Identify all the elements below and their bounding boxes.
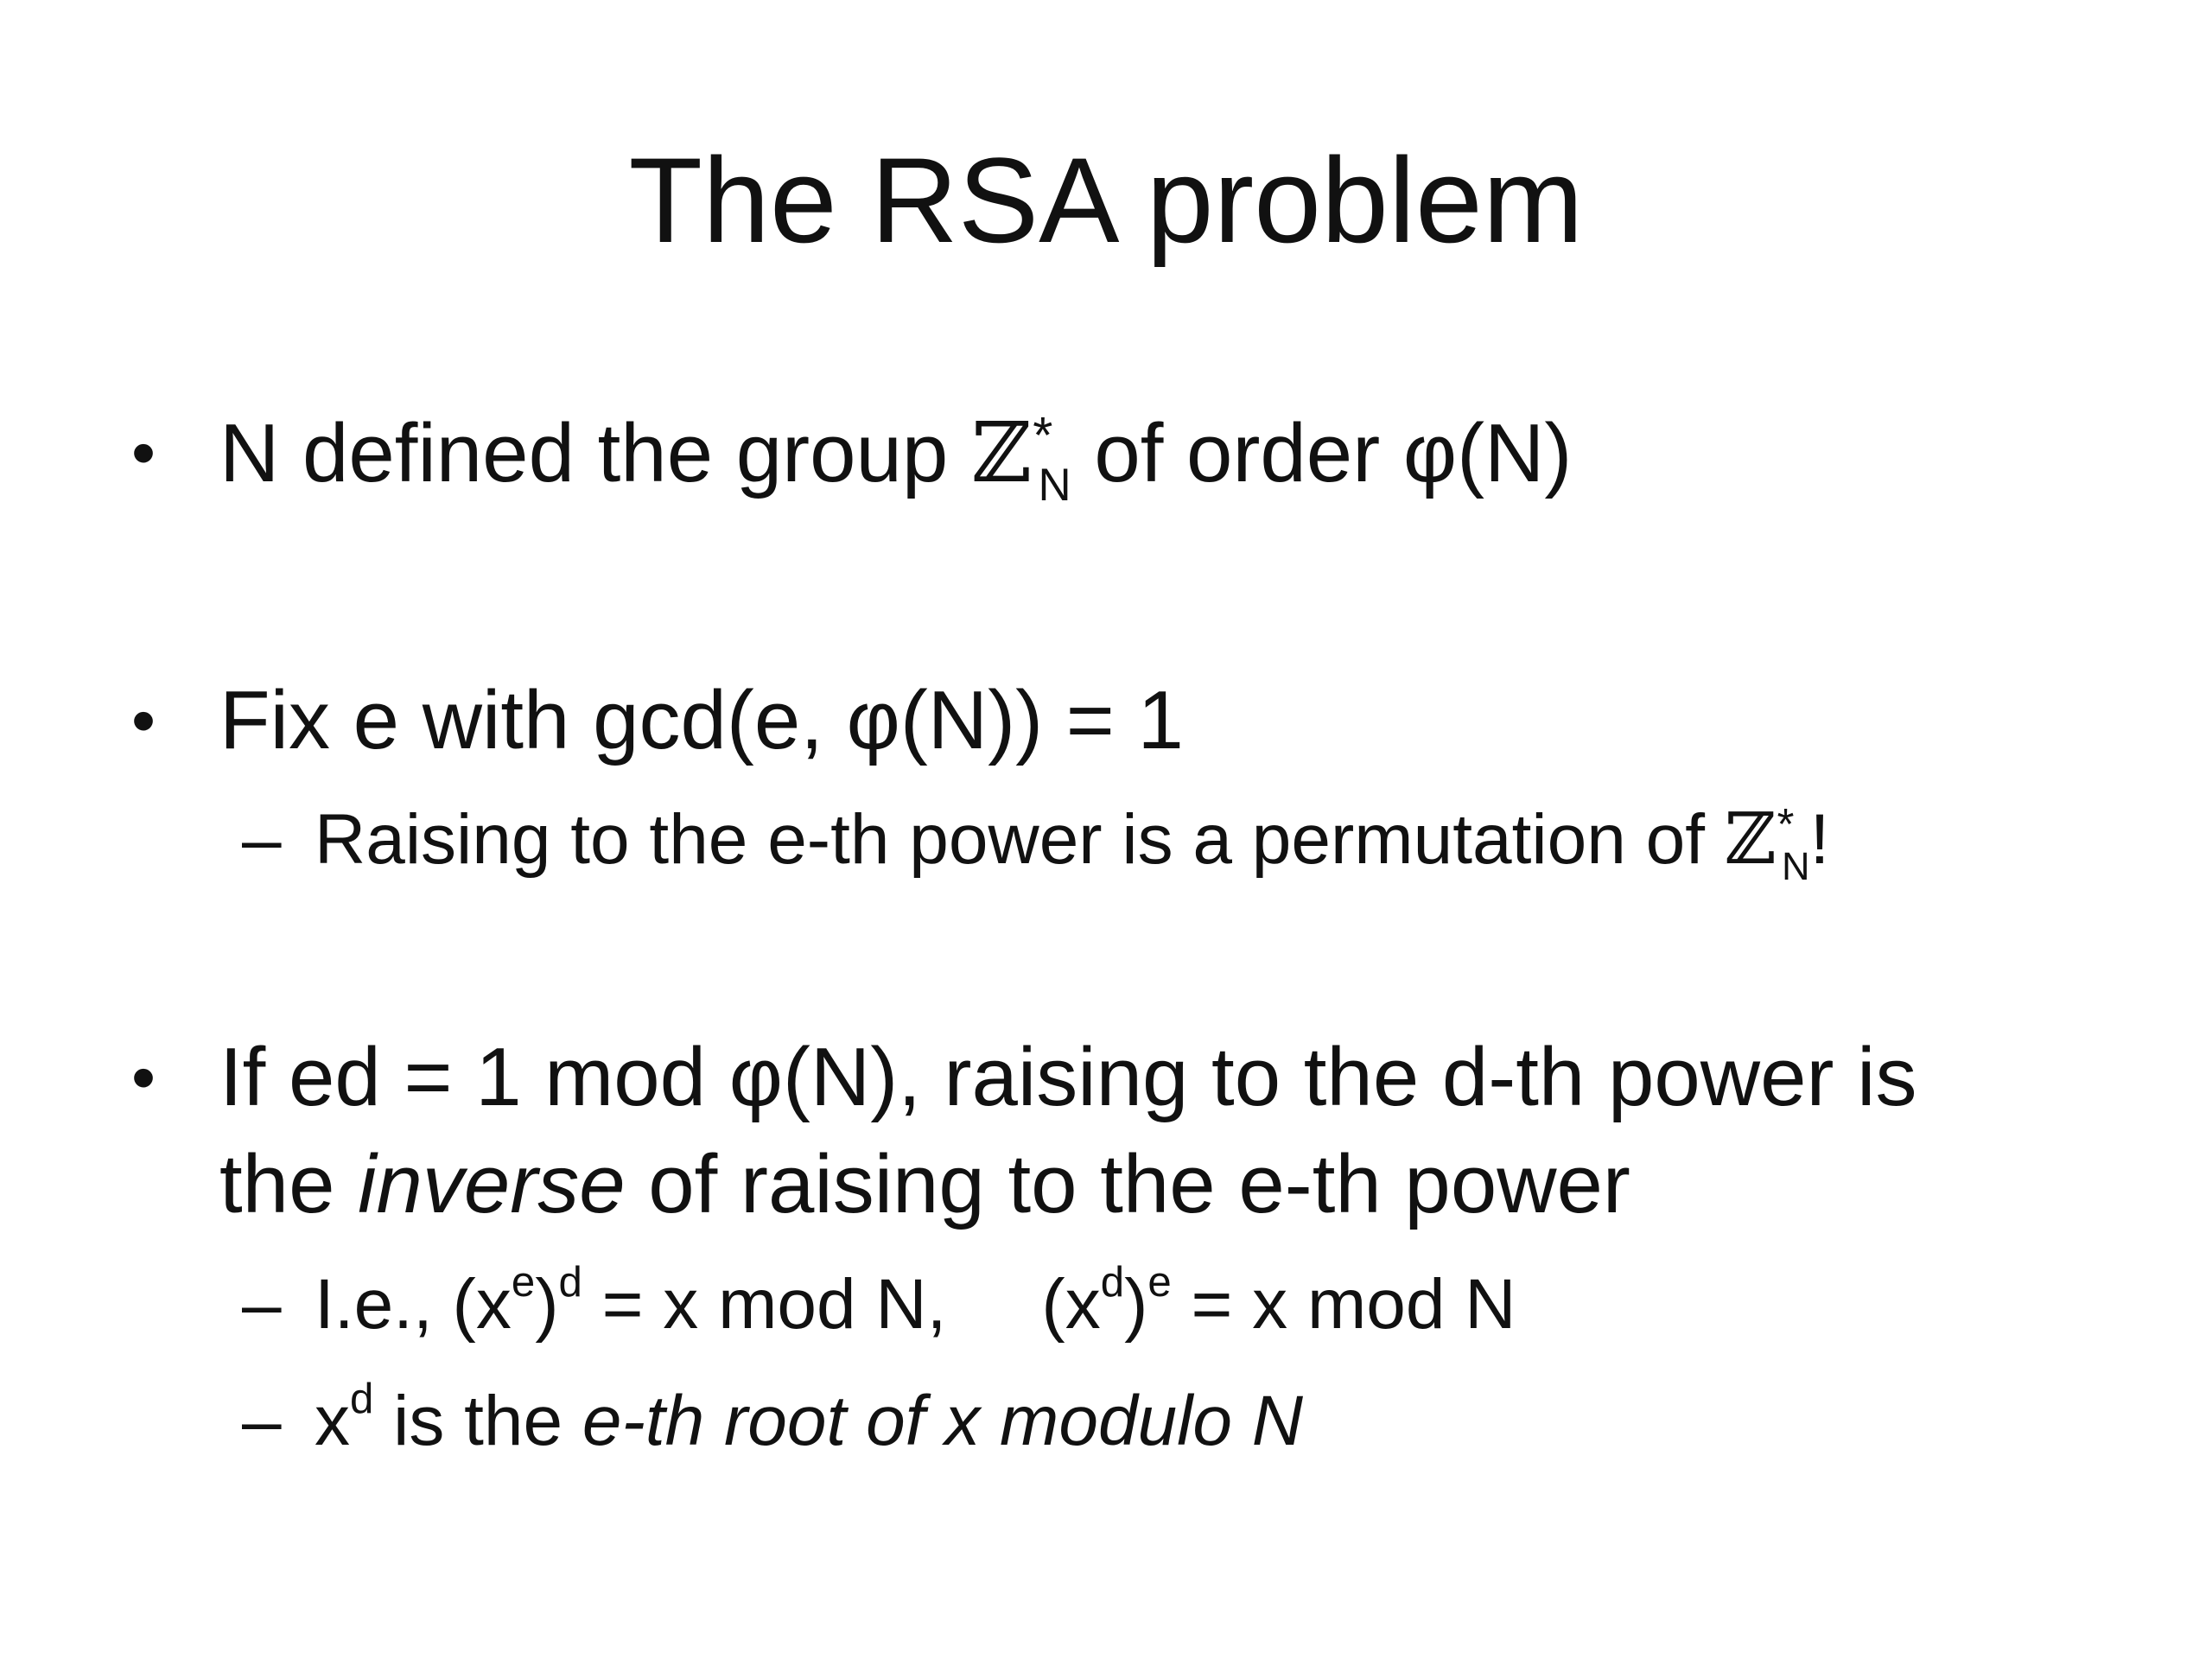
- bullet-3-sub-1: –I.e., (xe)d = x mod N,(xd)e = x mod N: [242, 1261, 2160, 1348]
- emphasis-eth-root: e-th root of x modulo N: [582, 1382, 1303, 1460]
- emphasis-inverse: inverse: [358, 1138, 626, 1230]
- bullet-2-sub-1-pre: Raising to the e-th power is a permutati…: [315, 800, 1725, 879]
- bullet-3-line-2: the inverse of raising to the e-th power: [219, 1138, 1630, 1230]
- bullet-marker: •: [131, 414, 156, 491]
- bullet-1-post: of order φ(N): [1071, 407, 1573, 499]
- bullet-2: • Fix e with gcd(e, φ(N)) = 1: [131, 667, 2160, 774]
- bullet-1-pre: N defined the group: [219, 407, 971, 499]
- sub-marker: –: [242, 1265, 282, 1344]
- bullet-marker: •: [131, 1039, 156, 1116]
- z-star-n-symbol: ℤ*N: [970, 404, 1071, 512]
- bullet-3-line-1: If ed = 1 mod φ(N), raising to the d-th …: [219, 1031, 1917, 1123]
- z-star-n-symbol: ℤ*N: [1724, 798, 1810, 888]
- bullet-2-sub-1: –Raising to the e-th power is a permutat…: [242, 797, 2160, 893]
- bullet-2-sub-1-post: !: [1809, 800, 1830, 879]
- bullet-2-text: Fix e with gcd(e, φ(N)) = 1: [219, 674, 1184, 766]
- sub-marker: –: [242, 800, 282, 879]
- bullet-3: • If ed = 1 mod φ(N), raising to the d-t…: [131, 1024, 2160, 1238]
- bullet-1: • N defined the group ℤ*N of order φ(N): [131, 399, 2160, 520]
- bullet-3-sub-2: –xd is the e-th root of x modulo N: [242, 1377, 2160, 1465]
- slide-title: The RSA problem: [628, 132, 1584, 268]
- sub-marker: –: [242, 1382, 282, 1460]
- bullet-marker: •: [131, 682, 156, 759]
